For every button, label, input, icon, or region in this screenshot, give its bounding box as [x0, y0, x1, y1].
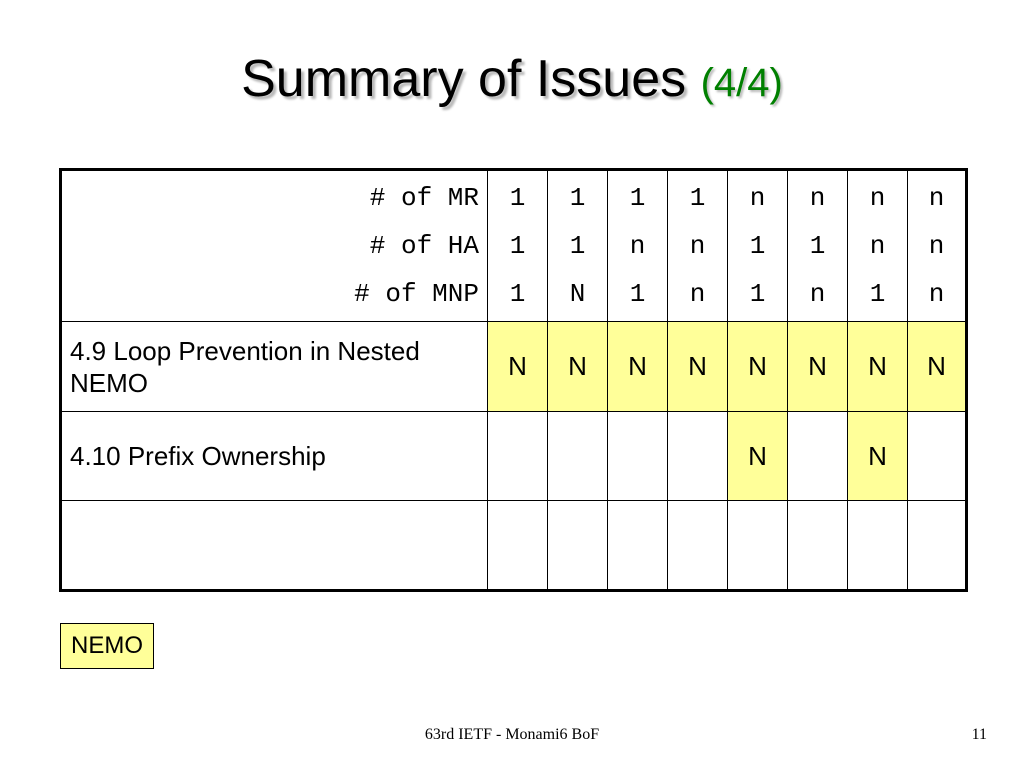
config-ha: n: [869, 231, 886, 261]
issue-cell: N: [607, 321, 668, 412]
issue-cell: [907, 411, 967, 501]
config-mnp: 1: [509, 279, 526, 309]
issue-cell: [547, 411, 608, 501]
issue-name: [60, 500, 488, 591]
issue-cell: N: [907, 321, 967, 412]
header-label-cell: # of MR # of HA # of MNP: [60, 169, 488, 322]
issue-cell: [787, 411, 848, 501]
config-mnp: 1: [869, 279, 886, 309]
issue-name: 4.10 Prefix Ownership: [60, 411, 488, 501]
header-config-cell: n n n: [907, 169, 967, 322]
nemo-legend-box: NEMO: [60, 623, 154, 669]
config-mnp: 1: [749, 279, 766, 309]
issue-cell: [547, 500, 608, 591]
header-config-cell: n 1 n: [787, 169, 848, 322]
issue-cell: N: [667, 321, 728, 412]
issue-cell: [487, 500, 548, 591]
config-mr: n: [809, 183, 826, 213]
config-ha: 1: [569, 231, 586, 261]
header-config-cell: 1 n n: [667, 169, 728, 322]
issue-cell: [667, 500, 728, 591]
config-mnp: n: [928, 279, 945, 309]
config-mr: n: [749, 183, 766, 213]
issue-cell: [787, 500, 848, 591]
issue-cell: [667, 411, 728, 501]
config-mnp: n: [689, 279, 706, 309]
slide-title: Summary of Issues (4/4): [0, 44, 1024, 118]
config-ha: 1: [809, 231, 826, 261]
config-mr: 1: [629, 183, 646, 213]
slide-footer: 63rd IETF - Monami6 BoF: [424, 726, 600, 743]
config-mnp: N: [569, 279, 586, 309]
issue-cell: N: [847, 321, 908, 412]
issue-cell: N: [547, 321, 608, 412]
config-ha: n: [689, 231, 706, 261]
config-mr: n: [928, 183, 945, 213]
table-header-row: # of MR # of HA # of MNP 1 1 1 1 1 N 1 n…: [60, 169, 967, 322]
page-number: 11: [971, 726, 987, 743]
issue-cell: N: [847, 411, 908, 501]
table-row: 4.10 Prefix Ownership N N: [60, 411, 967, 501]
issue-cell: [607, 500, 668, 591]
issues-summary-table: # of MR # of HA # of MNP 1 1 1 1 1 N 1 n…: [59, 168, 968, 592]
issue-name: 4.9 Loop Prevention in Nested NEMO: [60, 321, 488, 412]
issue-cell: N: [727, 411, 788, 501]
title-part-indicator: (4/4): [700, 61, 783, 105]
issue-cell: [607, 411, 668, 501]
table-row: 4.9 Loop Prevention in Nested NEMO N N N…: [60, 321, 967, 412]
issue-cell: N: [487, 321, 548, 412]
header-config-cell: 1 1 1: [487, 169, 548, 322]
config-mnp: 1: [629, 279, 646, 309]
config-mnp: n: [809, 279, 826, 309]
issue-cell: [487, 411, 548, 501]
config-mr: 1: [569, 183, 586, 213]
table-row: [60, 500, 967, 591]
issue-cell: N: [727, 321, 788, 412]
title-main: Summary of Issues: [241, 50, 687, 108]
config-ha: 1: [509, 231, 526, 261]
issue-cell: [907, 500, 967, 591]
issue-cell: [727, 500, 788, 591]
config-mr: 1: [689, 183, 706, 213]
issue-cell: [847, 500, 908, 591]
config-ha: n: [629, 231, 646, 261]
header-config-cell: 1 n 1: [607, 169, 668, 322]
header-config-cell: 1 1 N: [547, 169, 608, 322]
header-config-cell: n n 1: [847, 169, 908, 322]
issue-cell: N: [787, 321, 848, 412]
config-mr: n: [869, 183, 886, 213]
config-ha: 1: [749, 231, 766, 261]
header-label-ha: # of HA: [369, 231, 479, 261]
config-ha: n: [928, 231, 945, 261]
config-mr: 1: [509, 183, 526, 213]
header-label-mr: # of MR: [369, 183, 479, 213]
header-label-mnp: # of MNP: [354, 279, 479, 309]
header-config-cell: n 1 1: [727, 169, 788, 322]
